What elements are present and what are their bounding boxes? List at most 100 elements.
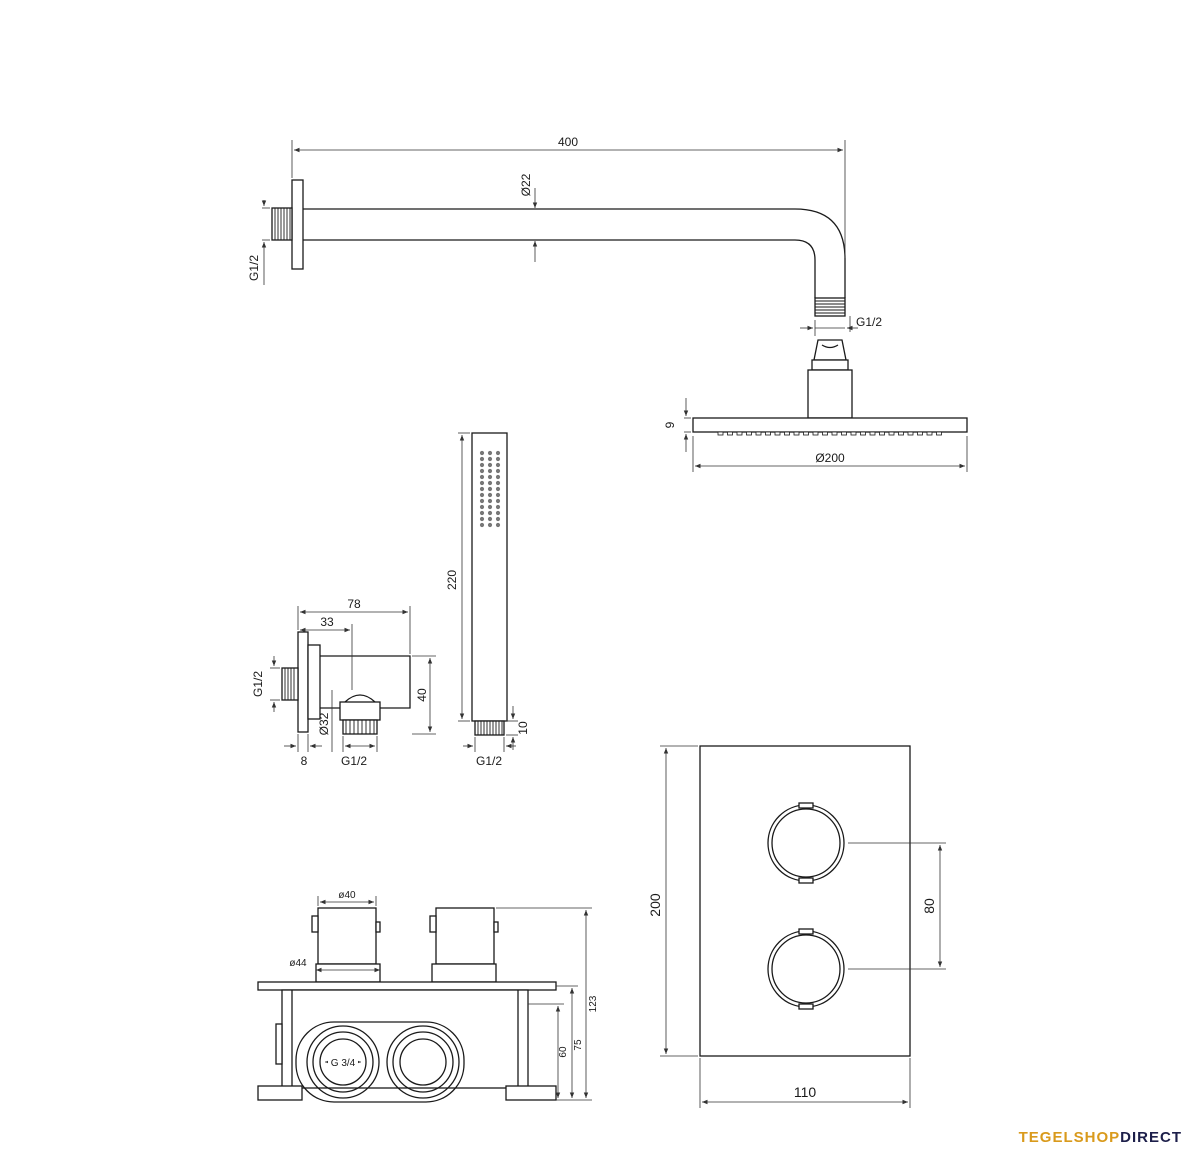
nozzle bbox=[774, 431, 781, 436]
nozzle bbox=[812, 431, 819, 436]
head-dimensions: G1/2 9 Ø200 bbox=[663, 315, 968, 472]
hand-bottom-label: 10 bbox=[516, 721, 530, 735]
shower-head bbox=[692, 339, 968, 436]
plate-width-label: 110 bbox=[794, 1084, 817, 1100]
nozzle bbox=[917, 431, 923, 436]
concealed-box bbox=[257, 907, 557, 1103]
nozzle bbox=[717, 431, 724, 436]
hand-nozzle bbox=[487, 486, 493, 492]
nozzle bbox=[736, 431, 743, 436]
hand-nozzle bbox=[495, 498, 501, 504]
brand-part-1: TEGELSHOP bbox=[1018, 1129, 1121, 1146]
box-h60-label: 60 bbox=[558, 1046, 569, 1058]
nozzle bbox=[926, 431, 933, 436]
hand-nozzle bbox=[495, 462, 501, 468]
nozzle bbox=[765, 431, 771, 436]
head-thread-label: G1/2 bbox=[856, 315, 882, 329]
hand-nozzle bbox=[487, 462, 493, 468]
nozzle bbox=[936, 431, 942, 436]
hand-nozzle bbox=[495, 516, 501, 522]
nozzle bbox=[755, 431, 762, 436]
elbow-dimensions: 78 33 G1/2 40 Ø32 8 G1/2 bbox=[251, 597, 436, 768]
box-knob-right bbox=[435, 907, 495, 965]
elbow-diameter-label: Ø32 bbox=[317, 712, 331, 735]
hand-nozzle bbox=[487, 474, 493, 480]
nozzle bbox=[803, 431, 809, 436]
hand-length-label: 220 bbox=[445, 570, 459, 590]
hand-nozzle bbox=[487, 468, 493, 474]
shower-arm bbox=[271, 179, 846, 317]
head-plate bbox=[692, 417, 968, 433]
hand-thread-label: G1/2 bbox=[476, 754, 502, 768]
hand-nozzle bbox=[495, 486, 501, 492]
plate-knob-bottom bbox=[767, 928, 845, 1010]
hand-nozzle bbox=[495, 450, 501, 456]
box-dimensions: ø40 ø44 G 3/4 123 75 60 bbox=[289, 890, 599, 1101]
arm-length-label: 400 bbox=[558, 135, 578, 149]
nozzle bbox=[793, 431, 800, 436]
nozzle bbox=[888, 431, 895, 436]
elbow-outlet-collar bbox=[339, 701, 381, 721]
elbow-rosette bbox=[307, 644, 321, 720]
nozzle bbox=[860, 431, 866, 436]
hand-nozzle bbox=[479, 450, 485, 456]
hand-nozzle bbox=[487, 480, 493, 486]
nozzle bbox=[727, 431, 733, 436]
box-inlet-left-outer bbox=[306, 1025, 380, 1099]
hand-nozzle bbox=[487, 516, 493, 522]
hand-nozzle bbox=[487, 498, 493, 504]
front-plate bbox=[699, 745, 911, 1057]
nozzle bbox=[850, 431, 857, 436]
elbow-wall-thread bbox=[281, 667, 299, 701]
arm-wall-flange bbox=[291, 179, 304, 270]
nozzle bbox=[898, 431, 904, 436]
box-foot-right bbox=[505, 1085, 557, 1101]
hand-nozzle bbox=[487, 510, 493, 516]
head-nozzles bbox=[717, 431, 942, 436]
elbow-offset-label: 33 bbox=[320, 615, 334, 629]
hand-nozzle bbox=[487, 456, 493, 462]
hand-nozzle bbox=[479, 492, 485, 498]
box-housing bbox=[281, 989, 529, 1089]
hand-nozzle bbox=[479, 474, 485, 480]
nozzle bbox=[907, 431, 914, 436]
hand-nozzle bbox=[495, 456, 501, 462]
hand-nozzle bbox=[479, 516, 485, 522]
box-cover-plate bbox=[257, 981, 557, 991]
box-foot-left bbox=[257, 1085, 303, 1101]
brand-logo: TEGELSHOPDIRECT bbox=[1019, 1129, 1182, 1146]
hand-nozzle bbox=[487, 504, 493, 510]
elbow-bottom-thread-label: G1/2 bbox=[341, 754, 367, 768]
box-h75-label: 75 bbox=[573, 1039, 584, 1051]
hand-shower-thread bbox=[474, 720, 505, 736]
elbow-height-label: 40 bbox=[415, 688, 429, 702]
hand-nozzle bbox=[479, 462, 485, 468]
elbow-wall-thread-label: G1/2 bbox=[251, 671, 265, 697]
nozzle bbox=[879, 431, 885, 436]
elbow-flange-label: 8 bbox=[301, 754, 308, 768]
hand-nozzle bbox=[479, 468, 485, 474]
head-swivel-nut bbox=[811, 359, 849, 371]
hand-nozzle bbox=[495, 474, 501, 480]
elbow-width-label: 78 bbox=[347, 597, 361, 611]
plate-knob-top bbox=[767, 802, 845, 884]
nozzle bbox=[869, 431, 876, 436]
box-inlet-frame bbox=[295, 1021, 465, 1103]
arm-dimensions: 400 Ø22 G1/2 bbox=[247, 135, 846, 285]
hand-shower-nozzles bbox=[479, 450, 501, 528]
hand-nozzle bbox=[479, 504, 485, 510]
head-thickness-label: 9 bbox=[663, 421, 677, 428]
box-h123-label: 123 bbox=[588, 995, 599, 1012]
hand-nozzle bbox=[495, 492, 501, 498]
box-inlet-label: G 3/4 bbox=[331, 1058, 356, 1069]
plate-height-label: 200 bbox=[647, 893, 663, 917]
arm-diameter-label: Ø22 bbox=[519, 173, 533, 196]
hand-nozzle bbox=[479, 522, 485, 528]
hand-shower bbox=[471, 432, 508, 736]
hand-nozzle bbox=[479, 480, 485, 486]
hand-nozzle bbox=[479, 456, 485, 462]
hand-nozzle bbox=[479, 510, 485, 516]
plate-spacing-label: 80 bbox=[921, 898, 937, 914]
